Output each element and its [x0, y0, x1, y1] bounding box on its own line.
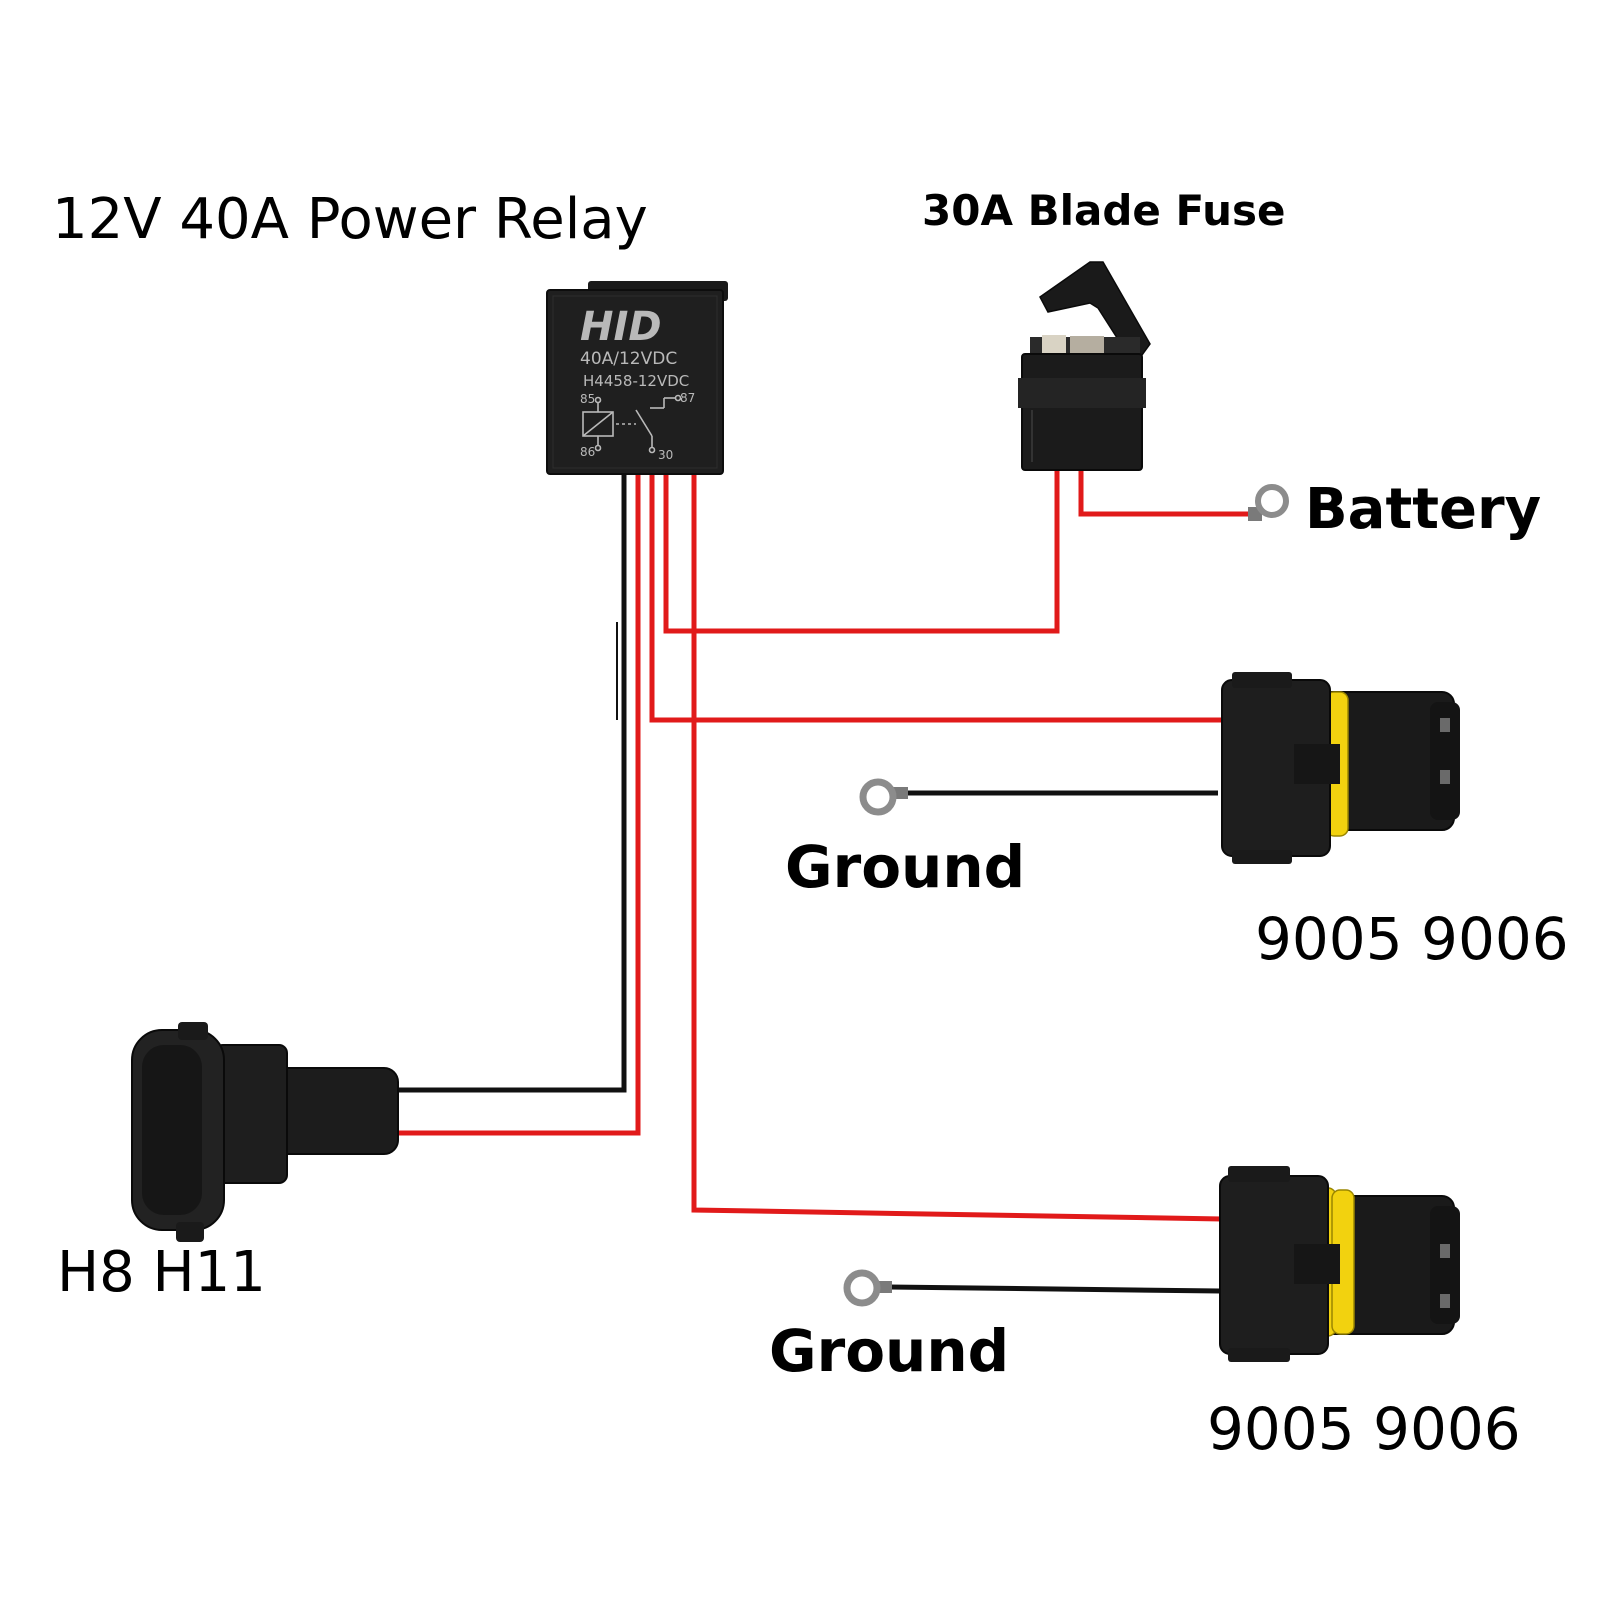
wire-relay-to-upper-connector: [649, 472, 1224, 723]
wire-relay-to-fuse: [663, 468, 1060, 634]
wires: [395, 468, 1250, 1294]
relay-pin-87: 87: [680, 391, 695, 405]
connector-label-lower: 9005 9006: [1207, 1395, 1521, 1463]
wire-relay-to-plug-red: [395, 472, 641, 1136]
relay: HID 40A/12VDC H4458-12VDC 85 86 87 30: [546, 281, 728, 475]
fuse-label: 30A Blade Fuse: [922, 186, 1286, 235]
plug-tail: [269, 1067, 399, 1155]
relay-rating: 40A/12VDC: [580, 349, 677, 369]
ground-label-upper: Ground: [785, 833, 1026, 901]
fuse-holder: [1018, 261, 1151, 471]
connector-label-upper: 9005 9006: [1255, 905, 1569, 973]
connector-9005-lower: [1219, 1166, 1460, 1362]
wire-relay-to-plug-black: [395, 472, 627, 1093]
fuse-body: [1021, 353, 1143, 471]
ground-label-lower: Ground: [769, 1317, 1010, 1385]
relay-pin-85: 85: [580, 392, 595, 406]
relay-pin-86: 86: [580, 445, 595, 459]
battery-label: Battery: [1305, 477, 1542, 542]
battery-ring-terminal-icon: [1248, 484, 1289, 521]
wire-relay-to-lower-connector: [691, 472, 1223, 1222]
relay-pin-30: 30: [658, 448, 673, 462]
relay-brand: HID: [580, 304, 662, 350]
relay-label: 12V 40A Power Relay: [52, 187, 648, 252]
ground-ring-terminal-lower-icon: [843, 1269, 892, 1307]
connector-9005-upper: [1221, 672, 1460, 864]
relay-body: [546, 289, 724, 475]
wire-ground-lower: [887, 1284, 1221, 1294]
h8-h11-plug: [131, 1022, 399, 1242]
relay-schematic-icon: [582, 394, 682, 454]
relay-model: H4458-12VDC: [583, 372, 689, 390]
plug-label: H8 H11: [57, 1240, 266, 1305]
ground-ring-terminal-upper-icon: [859, 778, 908, 816]
wire-fuse-to-battery: [1078, 468, 1250, 517]
